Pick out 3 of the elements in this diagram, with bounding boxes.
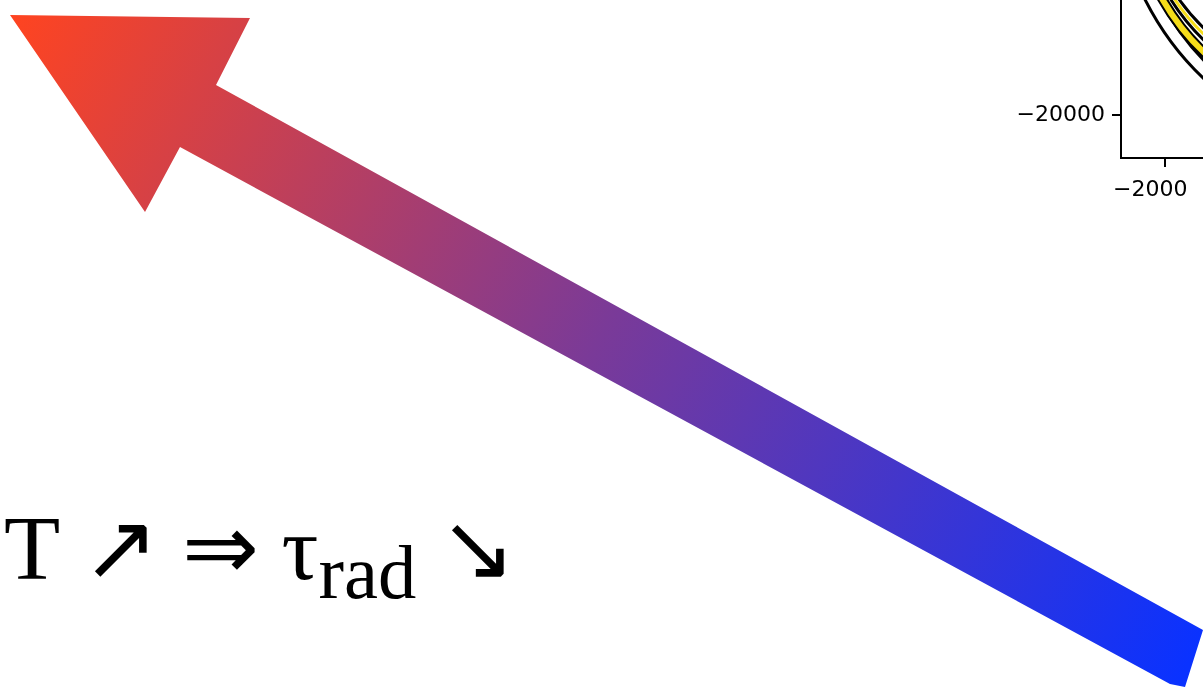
axis-tick-label: −20000 bbox=[1016, 101, 1105, 126]
formula-text: T ↗ ⇒ τ$_{rad}$ ↘ bbox=[4, 498, 517, 616]
axis-tick-label: −2000 bbox=[1113, 176, 1188, 201]
